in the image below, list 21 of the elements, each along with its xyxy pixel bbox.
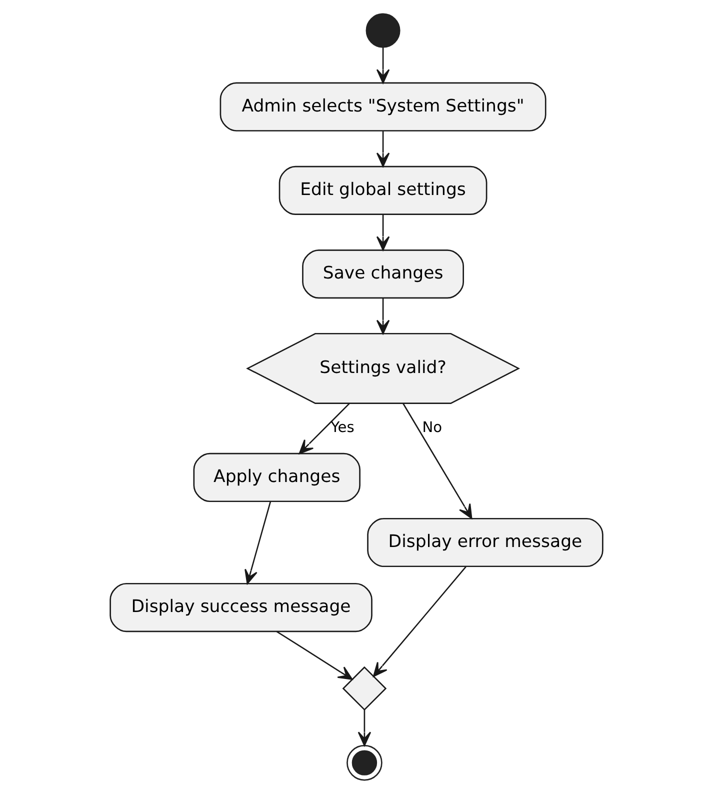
node-diamond [342, 666, 387, 711]
node-box: Apply changes [193, 452, 360, 502]
arrow [376, 47, 390, 84]
node-box: Admin selects "System Settings" [220, 82, 546, 132]
node-box: Display error message [367, 518, 604, 568]
node-box: Display success message [110, 582, 372, 632]
node-circle [346, 744, 382, 781]
arrow [376, 131, 390, 168]
arrow [276, 630, 353, 680]
node-box: Save changes [302, 250, 464, 299]
arrow [376, 298, 390, 334]
arrow [244, 501, 272, 584]
arrow [298, 402, 350, 454]
node-box: Edit global settings [278, 166, 488, 215]
arrow [376, 214, 390, 251]
arrow [402, 402, 472, 519]
arrow [372, 566, 466, 677]
edge-label: No [422, 419, 442, 436]
arrow [358, 710, 372, 746]
edge-label: Yes [330, 419, 354, 436]
node-circle [366, 13, 400, 48]
